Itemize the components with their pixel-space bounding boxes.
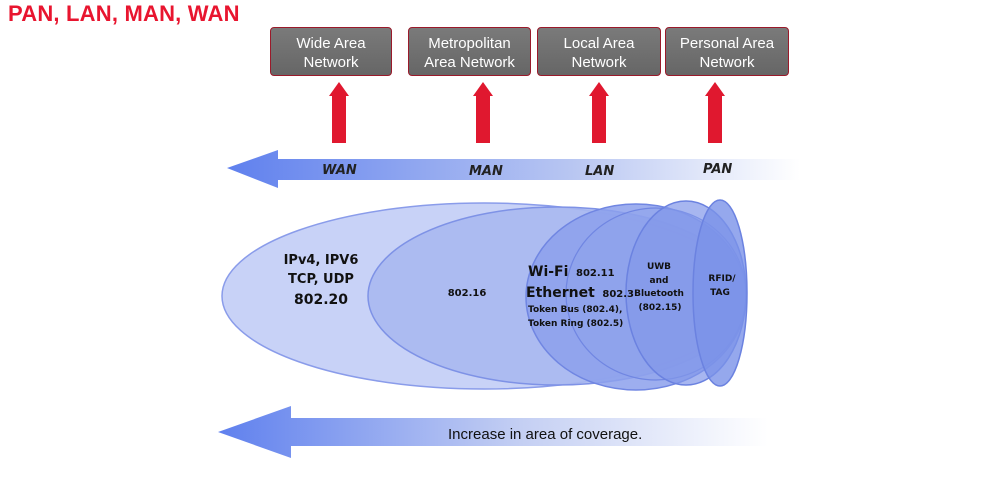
wan-label-3: 802.20: [294, 292, 348, 308]
pan-box-line1: Personal Area: [679, 35, 775, 52]
ethernet-label: Ethernet: [526, 285, 595, 301]
bluetooth-standard: (802.15): [639, 303, 682, 313]
tag-label: TAG: [710, 288, 730, 298]
uwb-label: UWB: [647, 262, 671, 272]
rfid-ellipse: [692, 199, 748, 387]
wan-label-2: TCP, UDP: [288, 272, 354, 287]
scale-label-wan: WAN: [322, 163, 357, 178]
up-arrow-man: [473, 82, 493, 143]
scale-label-pan: PAN: [703, 162, 732, 177]
up-arrow-pan: [705, 82, 725, 143]
token-ring-label: Token Ring (802.5): [528, 319, 623, 329]
coverage-arrow: [218, 406, 768, 458]
page-title: PAN, LAN, MAN, WAN: [8, 1, 240, 26]
scale-label-man: MAN: [469, 164, 503, 179]
man-box: Metropolitan Area Network: [408, 27, 531, 76]
up-arrow-wan: [329, 82, 349, 143]
up-arrow-lan: [589, 82, 609, 143]
rfid-label: RFID/: [708, 274, 736, 284]
lan-wifi-line: Wi-Fi 802.11: [528, 261, 615, 280]
ethernet-standard: 802.3: [602, 289, 634, 300]
man-box-line1: Metropolitan: [428, 35, 511, 52]
wifi-label: Wi-Fi: [528, 264, 568, 280]
and-label: and: [650, 276, 669, 286]
lan-ethernet-line: Ethernet 802.3: [526, 282, 634, 301]
scale-arrow: [227, 150, 800, 188]
wan-box-line2: Network: [303, 54, 359, 71]
coverage-label: Increase in area of coverage.: [448, 426, 643, 443]
pan-box: Personal Area Network: [665, 27, 789, 76]
token-bus-label: Token Bus (802.4),: [528, 305, 622, 315]
lan-box-line2: Network: [571, 54, 627, 71]
bluetooth-label: Bluetooth: [634, 289, 684, 299]
lan-box: Local Area Network: [537, 27, 661, 76]
wan-box: Wide Area Network: [270, 27, 392, 76]
wan-label-1: IPv4, IPV6: [284, 253, 359, 268]
scale-label-lan: LAN: [585, 164, 614, 179]
wifi-standard: 802.11: [576, 268, 615, 279]
pan-box-line2: Network: [699, 54, 755, 71]
man-label: 802.16: [448, 288, 487, 299]
man-box-line2: Area Network: [424, 54, 515, 71]
wan-box-line1: Wide Area: [296, 35, 366, 52]
lan-box-line1: Local Area: [563, 35, 635, 52]
